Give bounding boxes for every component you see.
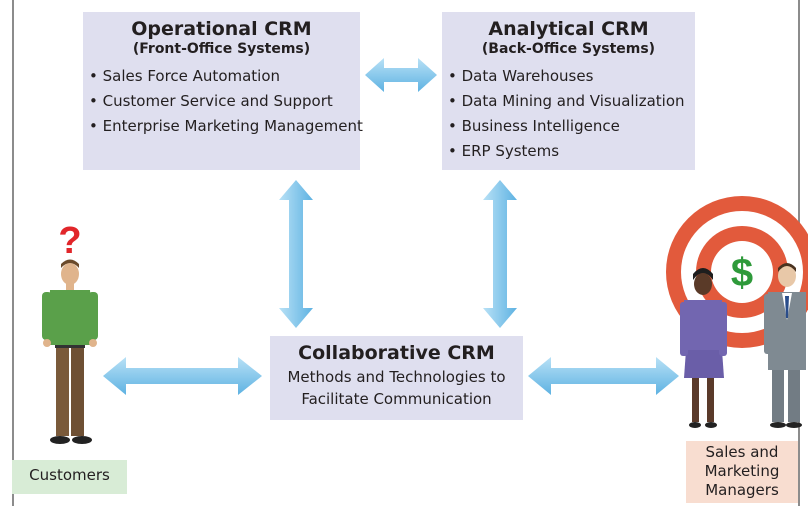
collaborative-crm-desc-line1: Methods and Technologies to [287,368,506,386]
sales-label-line2: Marketing [704,462,780,480]
list-item: Business Intelligence [448,114,695,139]
arrow-customers-collaborative [103,357,262,395]
list-item: Sales Force Automation [89,64,360,89]
dollar-sign-icon: $ [731,251,753,295]
operational-crm-box: Operational CRM (Front-Office Systems) S… [83,12,363,170]
operational-crm-title: Operational CRM [131,18,312,40]
analytical-crm-subtitle: (Back-Office Systems) [481,41,656,57]
analytical-crm-list: Data Warehouses Data Mining and Visualiz… [442,64,695,164]
list-item: Data Mining and Visualization [448,89,695,114]
arrow-operational-analytical [365,58,437,92]
customers-label: Customers [12,460,127,494]
arrow-collaborative-sales [528,357,679,395]
arrow-operational-collaborative [279,180,313,328]
sales-label-line3: Managers [705,481,779,499]
operational-crm-subtitle: (Front-Office Systems) [132,41,311,57]
man-figure [764,263,806,428]
collaborative-crm-box: Collaborative CRM Methods and Technologi… [270,336,523,420]
woman-figure [680,268,727,428]
list-item: Customer Service and Support [89,89,360,114]
sales-marketing-label: Sales and Marketing Managers [686,441,798,503]
analytical-crm-title: Analytical CRM [488,18,649,40]
list-item: Data Warehouses [448,64,695,89]
list-item: ERP Systems [448,139,695,164]
arrow-analytical-collaborative [483,180,517,328]
list-item: Enterprise Marketing Management [89,114,363,139]
collaborative-crm-desc-line2: Facilitate Communication [301,390,492,408]
sales-label-line1: Sales and [705,443,779,461]
analytical-crm-box: Analytical CRM (Back-Office Systems) Dat… [442,12,695,170]
question-mark-icon: ? [58,220,81,262]
operational-crm-list: Sales Force Automation Customer Service … [83,64,363,139]
collaborative-crm-title: Collaborative CRM [298,342,495,364]
customer-figure [42,259,98,444]
